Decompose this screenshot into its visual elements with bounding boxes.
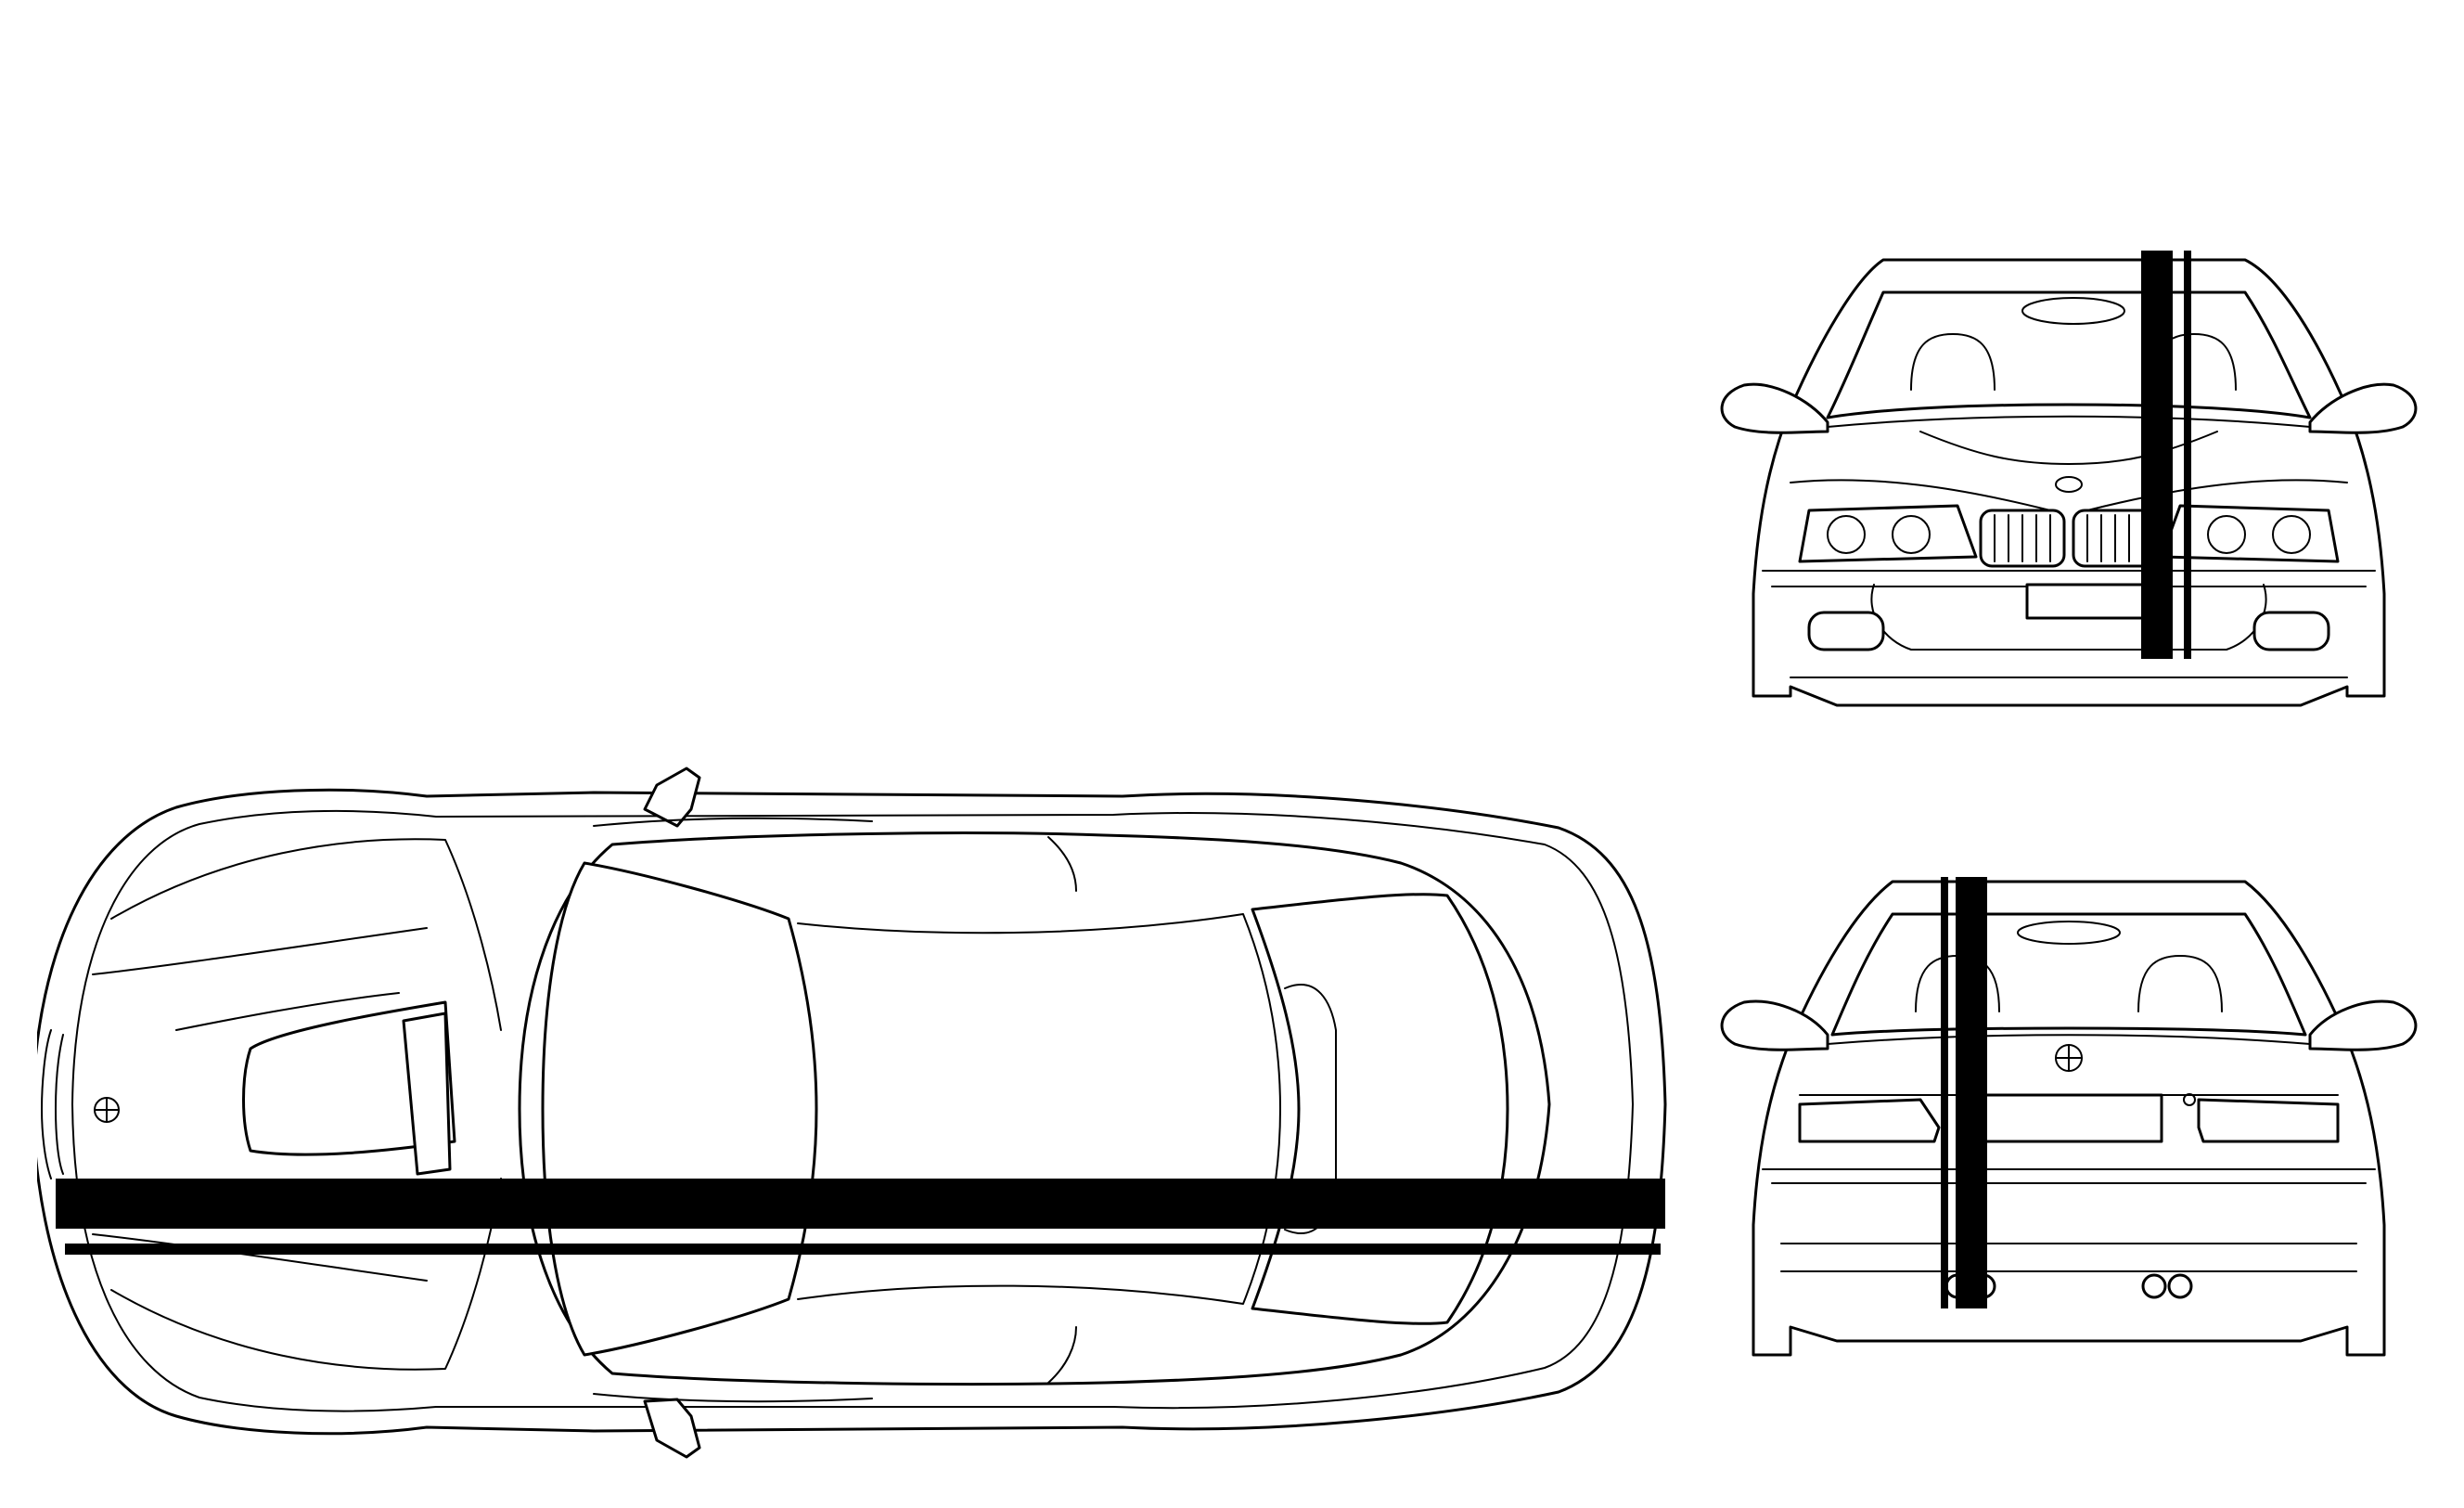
- front-stripe-narrow: [2184, 251, 2191, 659]
- top-mirror-left: [643, 767, 701, 828]
- front-hood-badge: [2055, 476, 2083, 493]
- front-windshield: [1826, 290, 2312, 419]
- rear-view-drawing: [1720, 877, 2418, 1357]
- top-hood-vent: [402, 1012, 452, 1176]
- front-fog-light-right: [2252, 611, 2330, 651]
- rear-tail-light-left: [1798, 1098, 1941, 1143]
- front-fog-light-left: [1807, 611, 1885, 651]
- rear-window: [1830, 912, 2307, 1037]
- rear-stripe-narrow: [1941, 877, 1948, 1308]
- top-front-grille: [41, 1029, 64, 1179]
- front-view-drawing: [1720, 251, 2418, 707]
- rear-tail-light-right: [2197, 1098, 2340, 1143]
- top-view: [37, 752, 1688, 1476]
- front-mirror-right: [2308, 382, 2418, 434]
- front-kidney-grille: [1979, 509, 2159, 568]
- rear-view: [1698, 872, 2440, 1392]
- top-stripe-wide: [56, 1179, 1665, 1229]
- rear-license-plate: [1974, 1093, 2163, 1143]
- front-headlight-left: [1798, 504, 1978, 563]
- top-roof: [797, 913, 1281, 1305]
- top-hood-scoop: [242, 1000, 456, 1156]
- top-stripe-narrow: [65, 1244, 1661, 1255]
- rear-exhaust-right: [2141, 1273, 2193, 1299]
- front-stripe-wide: [2141, 251, 2173, 659]
- rear-stripe-wide: [1956, 877, 1987, 1308]
- top-windshield: [541, 861, 818, 1357]
- front-view: [1698, 241, 2440, 761]
- front-mirror-left: [1720, 382, 1829, 434]
- top-view-drawing: [37, 767, 1667, 1459]
- rear-mirror-right: [2308, 999, 2418, 1051]
- rear-mirror-left: [1720, 999, 1829, 1051]
